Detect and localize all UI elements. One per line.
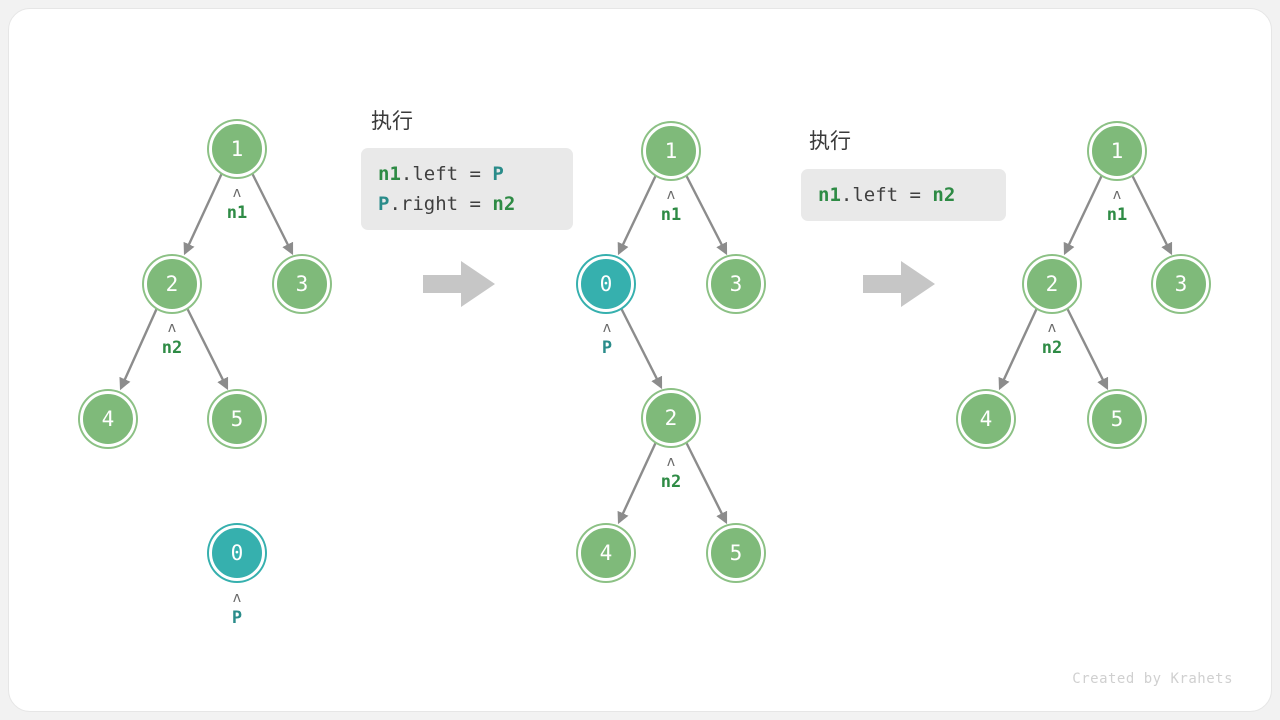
arrow-right-icon <box>423 261 495 307</box>
pointer-label: P <box>231 608 243 628</box>
step-1-exec-label: 执行 <box>371 109 413 133</box>
before-node-3: 3 <box>274 256 330 312</box>
caret-icon: ʌ <box>167 320 177 336</box>
pointer-label: n2 <box>1041 338 1063 358</box>
pointer-label: n1 <box>226 203 248 223</box>
arrow-right-icon <box>863 261 935 307</box>
after-step-2-node-1: 1 <box>1089 123 1145 179</box>
caret-icon: ʌ <box>232 185 242 201</box>
step-arrow-1 <box>423 261 495 307</box>
code-token: .left = <box>400 163 493 185</box>
pointer-label: n1 <box>1106 205 1128 225</box>
pointer-label: P <box>601 338 613 358</box>
caret-icon: ʌ <box>666 454 676 470</box>
after-step-1-pointer-n2: ʌ n2 <box>641 454 701 492</box>
after-step-2-pointer-n1: ʌ n1 <box>1087 187 1147 225</box>
after-step-2-node-3: 3 <box>1153 256 1209 312</box>
before-node-1: 1 <box>209 121 265 177</box>
before-node-5: 5 <box>209 391 265 447</box>
after-step-1-node-3: 3 <box>708 256 764 312</box>
code-line: n1.left = P <box>378 159 556 189</box>
caret-icon: ʌ <box>1112 187 1122 203</box>
before-node-4: 4 <box>80 391 136 447</box>
step-2-code-block: n1.left = n2 <box>801 169 1006 221</box>
before-node-2: 2 <box>144 256 200 312</box>
pointer-label: n2 <box>660 472 682 492</box>
pointer-label: n2 <box>161 338 183 358</box>
caret-icon: ʌ <box>602 320 612 336</box>
tree-edges-layer <box>119 172 1173 525</box>
after-step-1-node-0: 0 <box>578 256 634 312</box>
after-step-1-node-1: 1 <box>643 123 699 179</box>
code-token: n2 <box>492 193 516 215</box>
after-step-2-pointer-n2: ʌ n2 <box>1022 320 1082 358</box>
caret-icon: ʌ <box>1047 320 1057 336</box>
before-node-0: 0 <box>209 525 265 581</box>
code-token: P <box>378 193 390 215</box>
after-step-2-node-2: 2 <box>1024 256 1080 312</box>
after-step-1-node-5: 5 <box>708 525 764 581</box>
code-line: P.right = n2 <box>378 189 556 219</box>
code-token: .right = <box>389 193 493 215</box>
after-step-1-node-4: 4 <box>578 525 634 581</box>
before-pointer-n2: ʌ n2 <box>142 320 202 358</box>
after-step-1-pointer-n1: ʌ n1 <box>641 187 701 225</box>
code-token: P <box>492 163 504 185</box>
step-2-exec-label: 执行 <box>809 129 851 153</box>
pointer-label: n1 <box>660 205 682 225</box>
step-arrow-2 <box>863 261 935 307</box>
caret-icon: ʌ <box>232 590 242 606</box>
code-token: .left = <box>840 184 933 206</box>
caret-icon: ʌ <box>666 187 676 203</box>
after-step-2-node-4: 4 <box>958 391 1014 447</box>
after-step-2-node-5: 5 <box>1089 391 1145 447</box>
before-pointer-n1: ʌ n1 <box>207 185 267 223</box>
code-line: n1.left = n2 <box>818 180 989 210</box>
code-token: n2 <box>932 184 956 206</box>
after-step-1-node-2: 2 <box>643 390 699 446</box>
code-token: n1 <box>378 163 401 185</box>
code-token: n1 <box>818 184 841 206</box>
watermark: Created by Krahets <box>1072 671 1233 687</box>
